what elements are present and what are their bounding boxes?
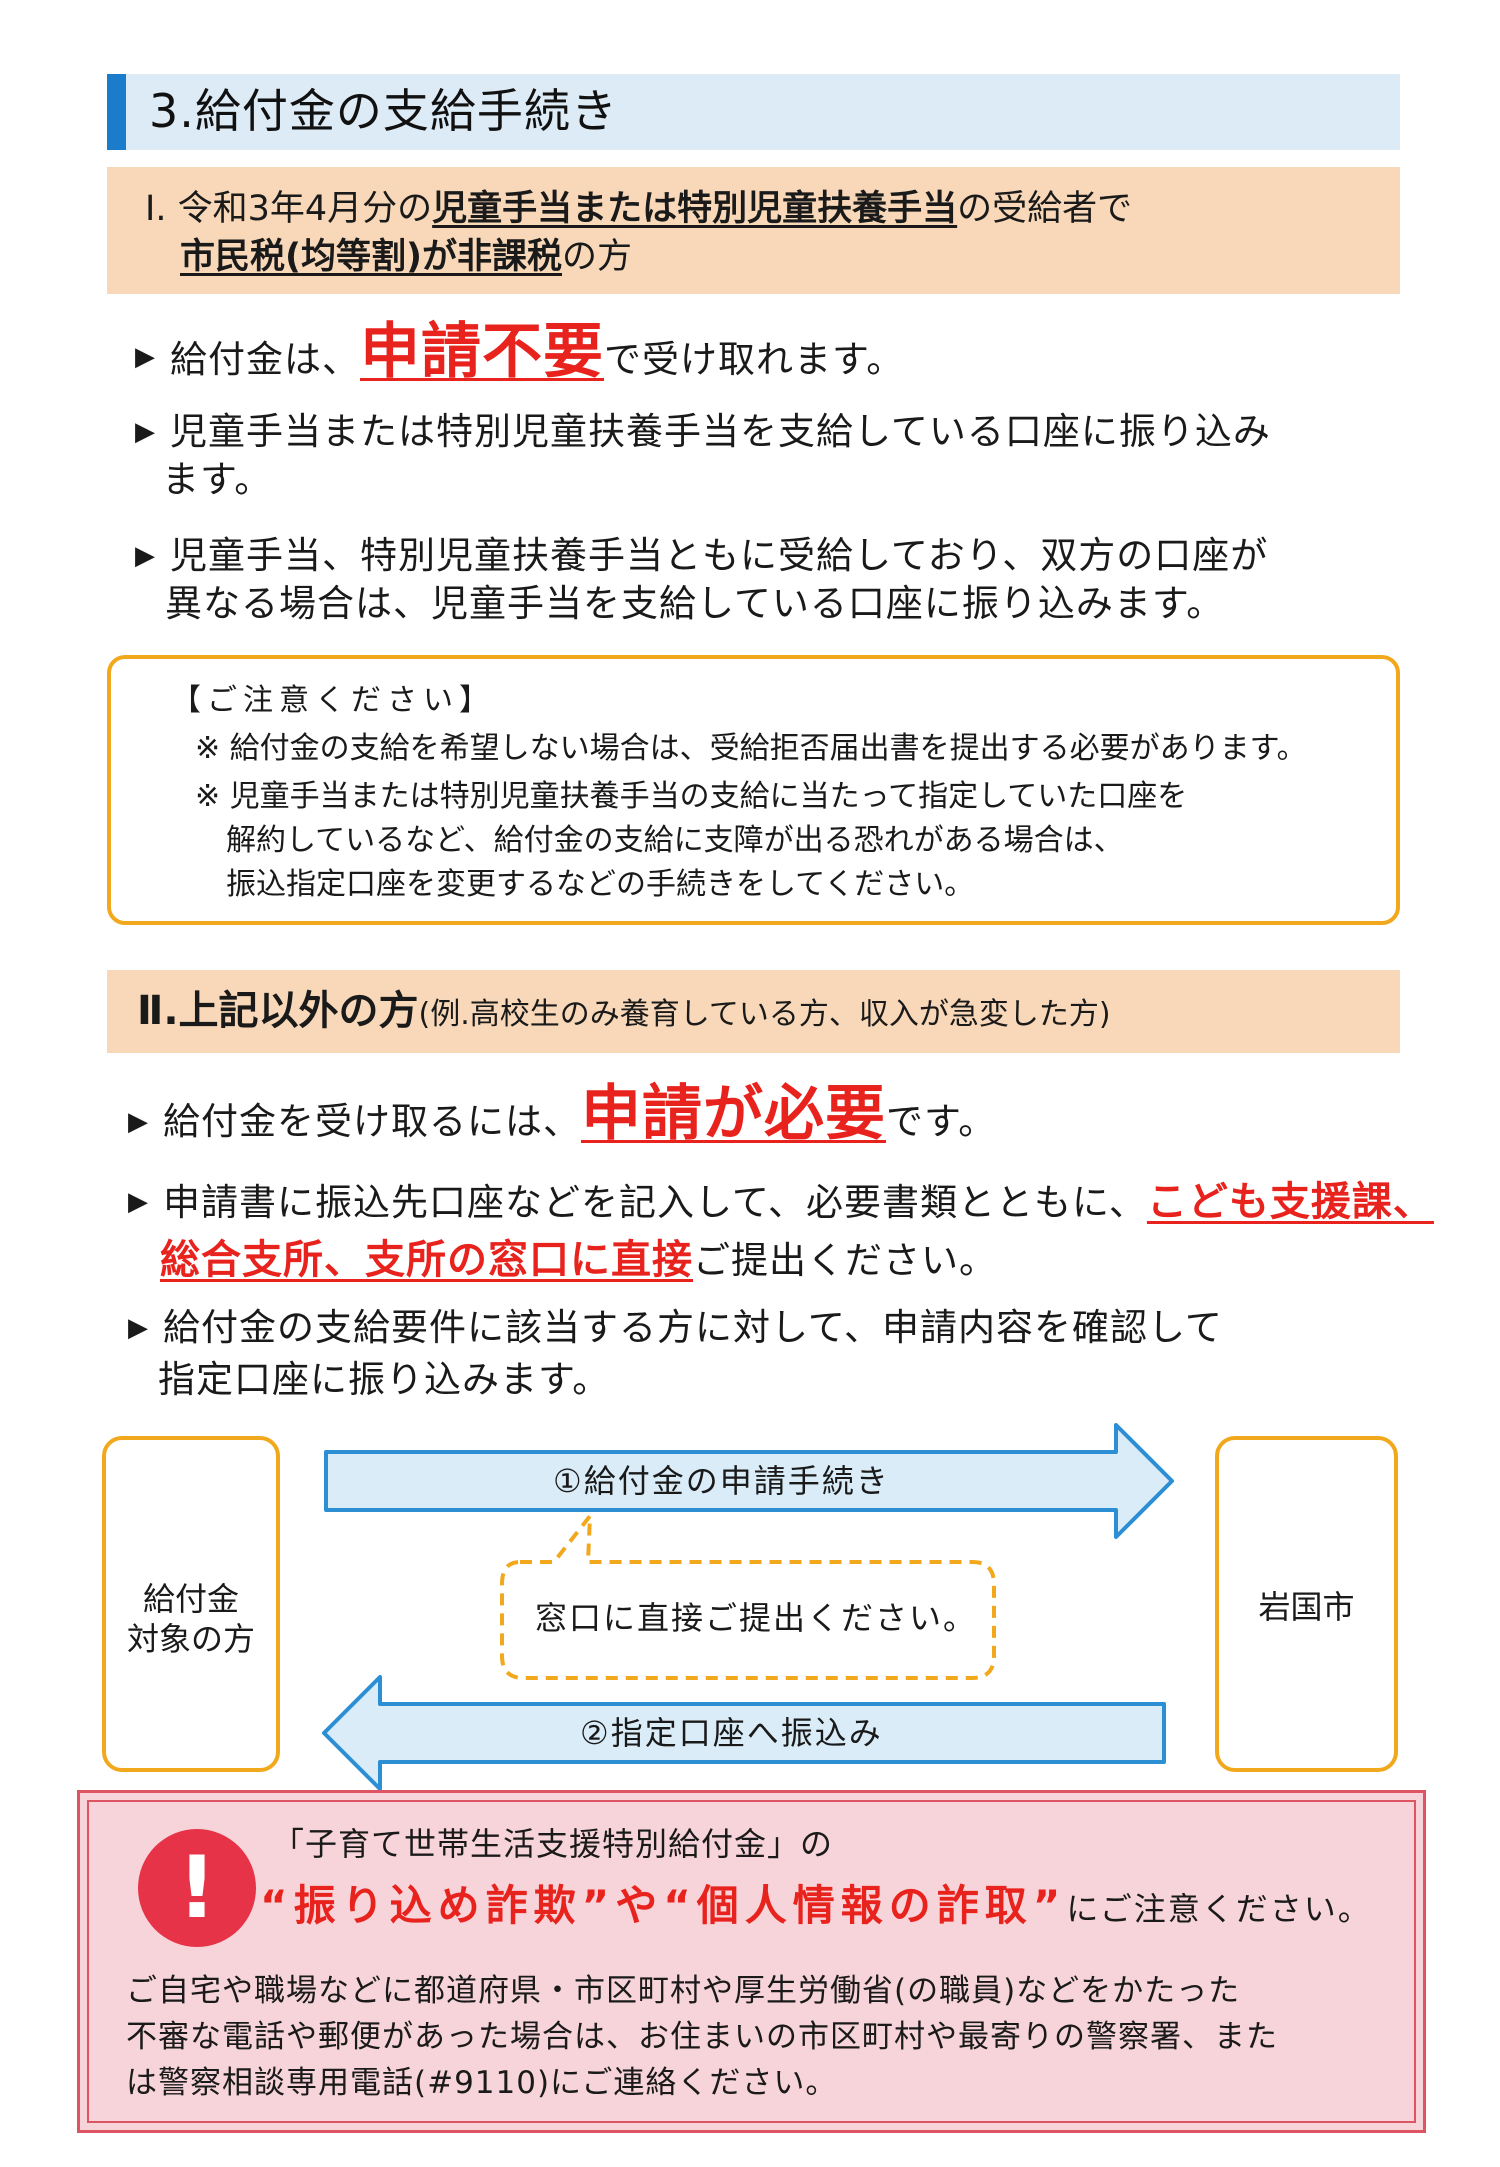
- flow-arrow2-label: ②指定口座へ振込み: [580, 1714, 883, 1752]
- section-title: 3.給付金の支給手続き: [149, 84, 618, 138]
- triangle-bullet-icon: ▶: [135, 541, 155, 571]
- title-accent-bar: [107, 74, 126, 150]
- warning-body-line3: は警察相談専用電話(#9110)にご連絡ください。: [126, 2065, 838, 2101]
- caution-box: 【ご注意ください】 ※ 給付金の支給を希望しない場合は、受給拒否届出書を提出する…: [107, 655, 1400, 925]
- triangle-bullet-icon: ▶: [128, 1107, 148, 1137]
- part2-example: (例.高校生のみ養育している方、収入が急変した方): [418, 997, 1111, 1032]
- part2-header: Ⅱ.上記以外の方(例.高校生のみ養育している方、収入が急変した方): [107, 970, 1400, 1053]
- exclamation-icon: !: [138, 1829, 256, 1947]
- bullet-text: で受け取れます。: [604, 338, 905, 381]
- bullet-text: 給付金を受け取るには、: [163, 1100, 581, 1143]
- fraud-warning-box: ! 「子育て世帯生活支援特別給付金」の “振り込め詐欺”や“個人情報の詐取”にご…: [77, 1790, 1426, 2133]
- application-required: 申請が必要: [581, 1079, 886, 1149]
- part1-header: Ⅰ. 令和3年4月分の児童手当または特別児童扶養手当の受給者で 市民税(均等割)…: [107, 167, 1400, 294]
- part1-text: の受給者で: [957, 189, 1133, 229]
- caution-note2-line3: 振込指定口座を変更するなどの手続きをしてください。: [226, 867, 975, 902]
- warning-line1: 「子育て世帯生活支援特別給付金」の: [272, 1825, 834, 1863]
- office-emphasis: 総合支所、支所の窓口に直接: [160, 1237, 693, 1283]
- triangle-bullet-icon: ▶: [135, 342, 155, 372]
- triangle-bullet-icon: ▶: [135, 417, 155, 447]
- bullet2-2-line1: 申請書に振込先口座などを記入して、必要書類とともに、こども支援課、: [163, 1178, 1434, 1227]
- caution-note1: ※ 給付金の支給を希望しない場合は、受給拒否届出書を提出する必要があります。: [195, 731, 1307, 766]
- warning-body-line2: 不審な電話や郵便があった場合は、お住まいの市区町村や最寄りの警察署、また: [126, 2019, 1278, 2055]
- bullet2-1: 給付金を受け取るには、申請が必要です。: [163, 1084, 997, 1146]
- bullet-text: 給付金は、: [170, 338, 360, 381]
- warning-text: にご注意ください。: [1066, 1890, 1372, 1928]
- part1-emphasis: 児童手当または特別児童扶養手当: [432, 189, 958, 229]
- part2-header-line: Ⅱ.上記以外の方(例.高校生のみ養育している方、収入が急変した方): [137, 988, 1111, 1038]
- bullet1-3-line2: 異なる場合は、児童手当を支給している口座に振り込みます。: [165, 582, 1225, 625]
- bullet-text: です。: [886, 1100, 997, 1143]
- warning-inner-border: [87, 1800, 1416, 2123]
- caution-heading: 【ご注意ください】: [171, 683, 495, 718]
- recipient-box: 給付金 対象の方: [102, 1436, 280, 1772]
- city-box: 岩国市: [1215, 1436, 1398, 1772]
- part1-header-line1: Ⅰ. 令和3年4月分の児童手当または特別児童扶養手当の受給者で: [145, 187, 1132, 231]
- bullet-text: ご提出ください。: [693, 1239, 997, 1282]
- triangle-bullet-icon: ▶: [128, 1187, 148, 1217]
- caution-note2-line1: ※ 児童手当または特別児童扶養手当の支給に当たって指定していた口座を: [195, 779, 1188, 814]
- triangle-bullet-icon: ▶: [128, 1313, 148, 1343]
- fraud-emphasis: “振り込め詐欺”や“個人情報の詐取”: [260, 1881, 1067, 1930]
- recipient-label-line1: 給付金: [142, 1580, 239, 1618]
- part2-title: Ⅱ.上記以外の方: [137, 988, 419, 1034]
- recipient-label-line2: 対象の方: [126, 1620, 255, 1658]
- flow-arrow1-label: ①給付金の申請手続き: [553, 1462, 890, 1500]
- office-emphasis: こども支援課、: [1146, 1179, 1434, 1225]
- part1-text: Ⅰ. 令和3年4月分の: [145, 189, 433, 229]
- speech-bubble: [500, 1509, 996, 1680]
- bullet2-3-line2: 指定口座に振り込みます。: [158, 1358, 611, 1401]
- bullet2-3-line1: 給付金の支給要件に該当する方に対して、申請内容を確認して: [163, 1306, 1223, 1349]
- bullet1-1: 給付金は、申請不要で受け取れます。: [170, 322, 905, 384]
- section-title-bar: 3.給付金の支給手続き: [107, 74, 1400, 150]
- bullet-text: 申請書に振込先口座などを記入して、必要書類とともに、: [163, 1181, 1147, 1224]
- bullet1-2-line2: ます。: [162, 458, 273, 501]
- warning-line2: “振り込め詐欺”や“個人情報の詐取”にご注意ください。: [260, 1879, 1372, 1936]
- part1-header-line2: 市民税(均等割)が非課税の方: [180, 235, 632, 279]
- warning-body-line1: ご自宅や職場などに都道府県・市区町村や厚生労働省(の職員)などをかたった: [126, 1973, 1241, 2009]
- bubble-label: 窓口に直接ご提出ください。: [535, 1599, 978, 1637]
- no-application-needed: 申請不要: [360, 317, 604, 387]
- part1-emphasis: 市民税(均等割)が非課税: [180, 237, 562, 277]
- part1-text: の方: [562, 237, 633, 277]
- bullet1-3-line1: 児童手当、特別児童扶養手当ともに受給しており、双方の口座が: [170, 534, 1269, 577]
- bullet2-2-line2: 総合支所、支所の窓口に直接ご提出ください。: [160, 1236, 997, 1285]
- caution-note2-line2: 解約しているなど、給付金の支給に支障が出る恐れがある場合は、: [226, 823, 1124, 858]
- bullet1-2-line1: 児童手当または特別児童扶養手当を支給している口座に振り込み: [170, 410, 1271, 453]
- city-label: 岩国市: [1258, 1588, 1355, 1626]
